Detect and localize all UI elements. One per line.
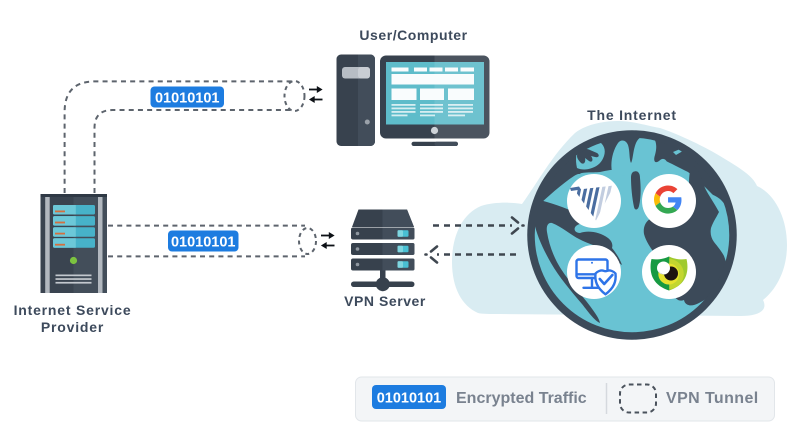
svg-text:01010101: 01010101 — [155, 90, 220, 106]
svg-text:01010101: 01010101 — [171, 234, 236, 250]
svg-text:Encrypted Traffic: Encrypted Traffic — [456, 390, 587, 407]
svg-text:VPN Tunnel: VPN Tunnel — [666, 390, 759, 407]
svg-text:01010101: 01010101 — [377, 390, 442, 406]
